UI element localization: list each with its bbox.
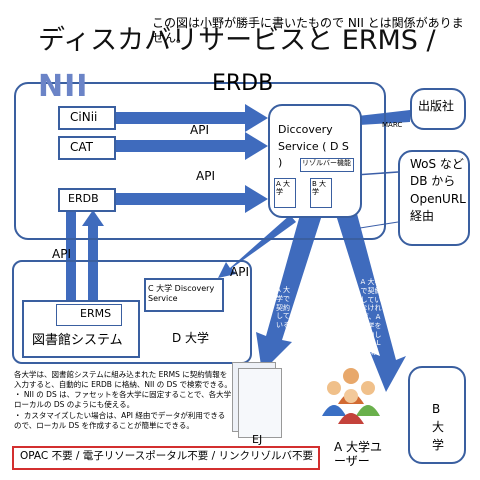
arrow-cat-to-ds xyxy=(110,132,268,160)
ej-label: EJ xyxy=(252,433,263,446)
arrow-publisher xyxy=(320,110,410,132)
resolver-label: リゾルバー機能 xyxy=(302,159,351,167)
api-label-1: API xyxy=(190,123,209,137)
wos-box xyxy=(398,150,470,246)
resolver-box xyxy=(300,158,354,172)
nii-logo: NII xyxy=(38,69,89,104)
page-title: ディスカバリサービスと ERMS / xyxy=(38,25,436,56)
publisher-label: 出版社 xyxy=(418,99,455,113)
arrow-b-text: A 大学で契約していなければ、A 大学を経由して ILL 依頼 xyxy=(360,278,382,356)
cinii-box xyxy=(58,106,116,130)
b-univ-user-label: B 大学 xyxy=(432,402,445,452)
a-univ-user-label: A 大学ユーザー xyxy=(334,440,383,469)
bullet-note-2: ・ NII の DS は、ファセットを各大学に固定することで、各大学ローカルの … xyxy=(14,390,232,410)
cinii-label: CiNii xyxy=(70,110,98,124)
b-univ-user-box xyxy=(408,366,466,464)
library-system-label: 図書館システム xyxy=(32,333,123,348)
arrow-erms-to-erdb xyxy=(82,210,104,316)
users-icon xyxy=(322,368,380,424)
erdb-region xyxy=(14,82,386,240)
arrow-erdb-to-erms xyxy=(60,210,82,316)
api-label-2: API xyxy=(196,169,215,183)
arrow-b-univ xyxy=(336,210,406,392)
univ-a-label: A 大学 xyxy=(276,180,291,196)
bullet-notes: 各大学は、図書館システムに組み込まれた ERMS に契約情報を入力すると、自動的… xyxy=(14,370,232,431)
marc-label: MARC xyxy=(382,121,403,129)
bullet-note-1: 各大学は、図書館システムに組み込まれた ERMS に契約情報を入力すると、自動的… xyxy=(14,370,232,390)
wos-label: WoS など DB から OpenURL 経由 xyxy=(410,157,466,224)
arrow-erdb-to-ds xyxy=(110,185,268,213)
d-univ-region xyxy=(12,260,252,364)
erdb-box xyxy=(58,188,116,212)
arrow-ds-to-cuniv xyxy=(218,215,296,278)
disclaimer-note: この図は小野が勝手に書いたもので NII とは関係がありません。 xyxy=(152,16,464,45)
bullet-note-3: ・ カスタマイズしたい場合は、API 経由でデータが利用できるので、ローカル D… xyxy=(14,410,226,430)
footer-text: OPAC 不要 / 電子リソースポータル不要 / リンクリゾルバ不要 xyxy=(20,450,313,462)
c-univ-ds-box xyxy=(144,278,224,312)
discovery-service-label: Diccovery Service ( D S ) xyxy=(278,123,349,169)
cat-label: CAT xyxy=(70,140,93,154)
univ-a-box xyxy=(274,178,296,208)
footer-box xyxy=(12,446,320,470)
c-univ-ds-label: C 大学 Discovery Service xyxy=(148,284,215,304)
publisher-box xyxy=(410,88,466,130)
univ-b-box xyxy=(310,178,332,208)
erdb-region-title: ERDB xyxy=(212,71,274,96)
d-univ-label: D 大学 xyxy=(172,331,210,345)
erdb-label: ERDB xyxy=(68,192,99,205)
cat-box xyxy=(58,136,116,160)
arrow-cinii-to-ds xyxy=(110,104,268,132)
arrow-a-text: A 大学で契約している xyxy=(276,286,291,329)
erms-box xyxy=(56,304,122,326)
arrow-a-univ xyxy=(256,215,322,372)
api-label-3: API xyxy=(52,247,71,261)
erms-label: ERMS xyxy=(80,307,112,320)
univ-b-label: B 大学 xyxy=(312,180,327,196)
